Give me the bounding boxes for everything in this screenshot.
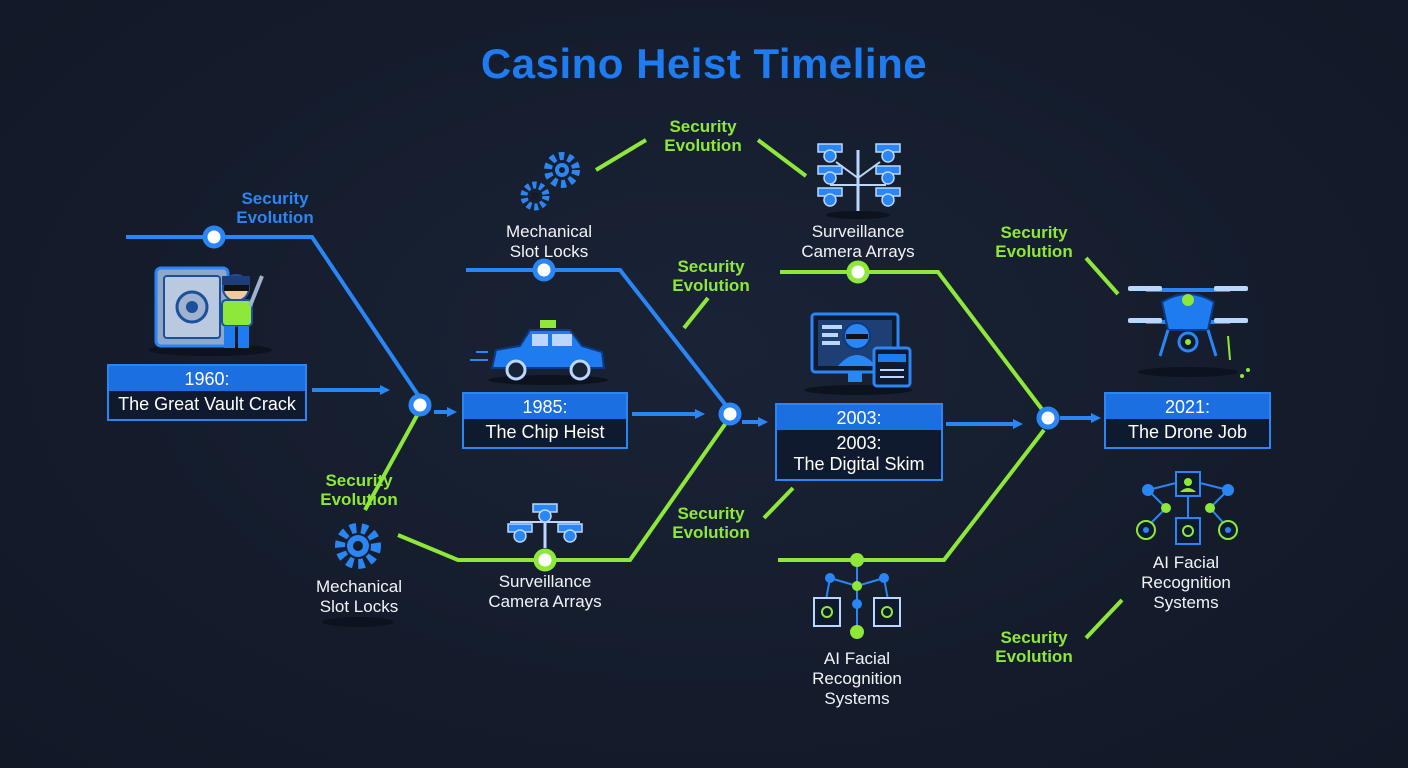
label-line: AI Facial [823,649,891,668]
event-year: 2021: [1106,394,1269,419]
label-ai-facial-recognition-right: AI Facial Recognition Systems [1101,553,1271,613]
node-1960-top [202,225,226,249]
label-mechanical-slot-locks-bottom: Mechanical Slot Locks [274,577,444,617]
tag-line-2: Evolution [995,647,1073,666]
arrows [312,385,1101,429]
label-line: Surveillance [498,572,592,591]
label-line: AI Facial [1152,553,1220,572]
label-line: Surveillance [811,222,905,241]
tag-line-1: Security [669,117,737,136]
nodes [202,225,1060,572]
label-ai-facial-recognition-bottom: AI Facial Recognition Systems [772,649,942,709]
label-line: Recognition [1141,573,1231,592]
tag-line-1: Security [241,189,309,208]
facial-recognition-network-icon-bottom [813,553,901,639]
event-name: The Drone Job [1127,422,1248,442]
tag-line-2: Evolution [320,490,398,509]
green-leader-3 [682,296,710,330]
event-box-2021: 2021: The Drone Job [1104,392,1271,449]
security-evolution-tag: Security Evolution [210,189,340,227]
node-1960-junction [408,393,432,417]
blue-path-1960-top [126,235,422,400]
event-name: The Great Vault Crack [118,394,296,414]
label-line: Systems [1153,593,1219,612]
vault-thief-icon [148,266,272,356]
tag-line-2: Evolution [995,242,1073,261]
label-line: Recognition [812,669,902,688]
green-leader-2 [756,138,808,178]
security-evolution-tag: Security Evolution [646,504,776,542]
label-line: Slot Locks [509,242,589,261]
tag-line-2: Evolution [664,136,742,155]
label-surveillance-top: Surveillance Camera Arrays [773,222,943,262]
tag-line-2: Evolution [672,276,750,295]
event-year: 1985: [464,394,626,419]
green-leader-6 [1084,598,1124,640]
label-surveillance-bottom: Surveillance Camera Arrays [460,572,630,612]
label-line: Camera Arrays [801,242,915,261]
node-1985-top [532,258,556,282]
camera-array-icon-top [817,143,901,219]
node-2003-top [846,260,870,284]
label-line: Camera Arrays [488,592,602,611]
tag-line-1: Security [677,504,745,523]
event-box-1985: 1985: The Chip Heist [462,392,628,449]
tag-line-1: Security [677,257,745,276]
security-evolution-tag: Security Evolution [646,257,776,295]
tag-line-2: Evolution [672,523,750,542]
green-path-1960-down [363,409,422,511]
event-year: 1960: [109,366,305,391]
label-line: Slot Locks [319,597,399,616]
police-car-icon [470,320,608,385]
security-evolution-tag: Security Evolution [969,223,1099,261]
green-leader-1 [594,138,648,172]
label-mechanical-slot-locks-top: Mechanical Slot Locks [464,222,634,262]
label-line: Mechanical [316,577,402,596]
event-box-2003: 2003: 2003: The Digital Skim [775,403,943,481]
green-paths [363,138,1124,640]
page-title: Casino Heist Timeline [480,40,928,87]
security-evolution-tag: Security Evolution [638,117,768,155]
drone-icon [1128,286,1250,378]
event-name-line-2: The Digital Skim [793,454,925,474]
event-year: 2003: [777,405,941,430]
blue-path-1985-top [466,268,730,410]
tag-line-1: Security [325,471,393,490]
security-evolution-tag: Security Evolution [294,471,424,509]
event-box-1960: 1960: The Great Vault Crack [107,364,307,421]
event-name: 2003: [836,433,882,453]
event-name: The Chip Heist [485,422,605,442]
facial-recognition-network-icon-right [1136,471,1238,545]
node-1985-junction [718,402,742,426]
gear-icon-bottom [322,523,394,627]
camera-array-icon-bottom [507,503,583,548]
node-2003-junction [1036,406,1060,430]
gears-icon-top [520,152,580,211]
tag-line-2: Evolution [236,208,314,227]
security-evolution-tag: Security Evolution [969,628,1099,666]
green-path-bottom-2003 [778,428,1046,562]
green-leader-5 [1084,256,1120,296]
label-line: Systems [824,689,890,708]
node-bottom-1 [533,548,557,572]
label-line: Mechanical [506,222,592,241]
green-path-top-2003 [780,270,1046,414]
hacker-monitor-icon [804,312,912,395]
green-leader-4 [762,486,795,520]
blue-paths [126,235,730,410]
tag-line-1: Security [1000,628,1068,647]
tag-line-1: Security [1000,223,1068,242]
